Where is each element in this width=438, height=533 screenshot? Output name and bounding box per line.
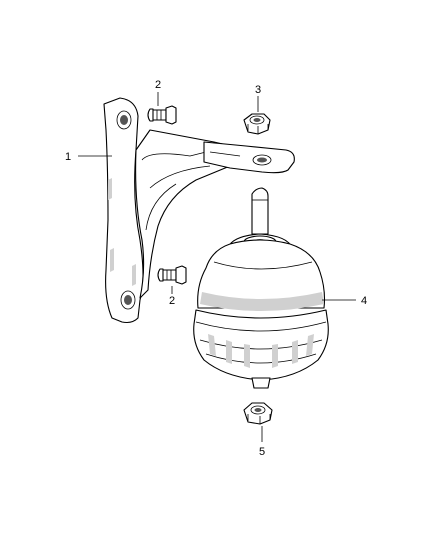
nut-upper [243,113,271,135]
bolt-upper [147,105,177,125]
nut-lower [243,402,273,425]
leader-lines [78,92,356,442]
engine-mount [193,187,329,389]
engine-mount-bracket [103,97,295,324]
callout-bolt-lower: 2 [169,295,175,307]
bolt-lower [157,265,187,285]
callout-bracket: 1 [65,151,71,163]
callout-nut-lower: 5 [259,446,265,458]
callout-nut-upper: 3 [255,84,261,96]
callout-mount: 4 [361,295,367,307]
callout-bolt-upper: 2 [155,79,161,91]
